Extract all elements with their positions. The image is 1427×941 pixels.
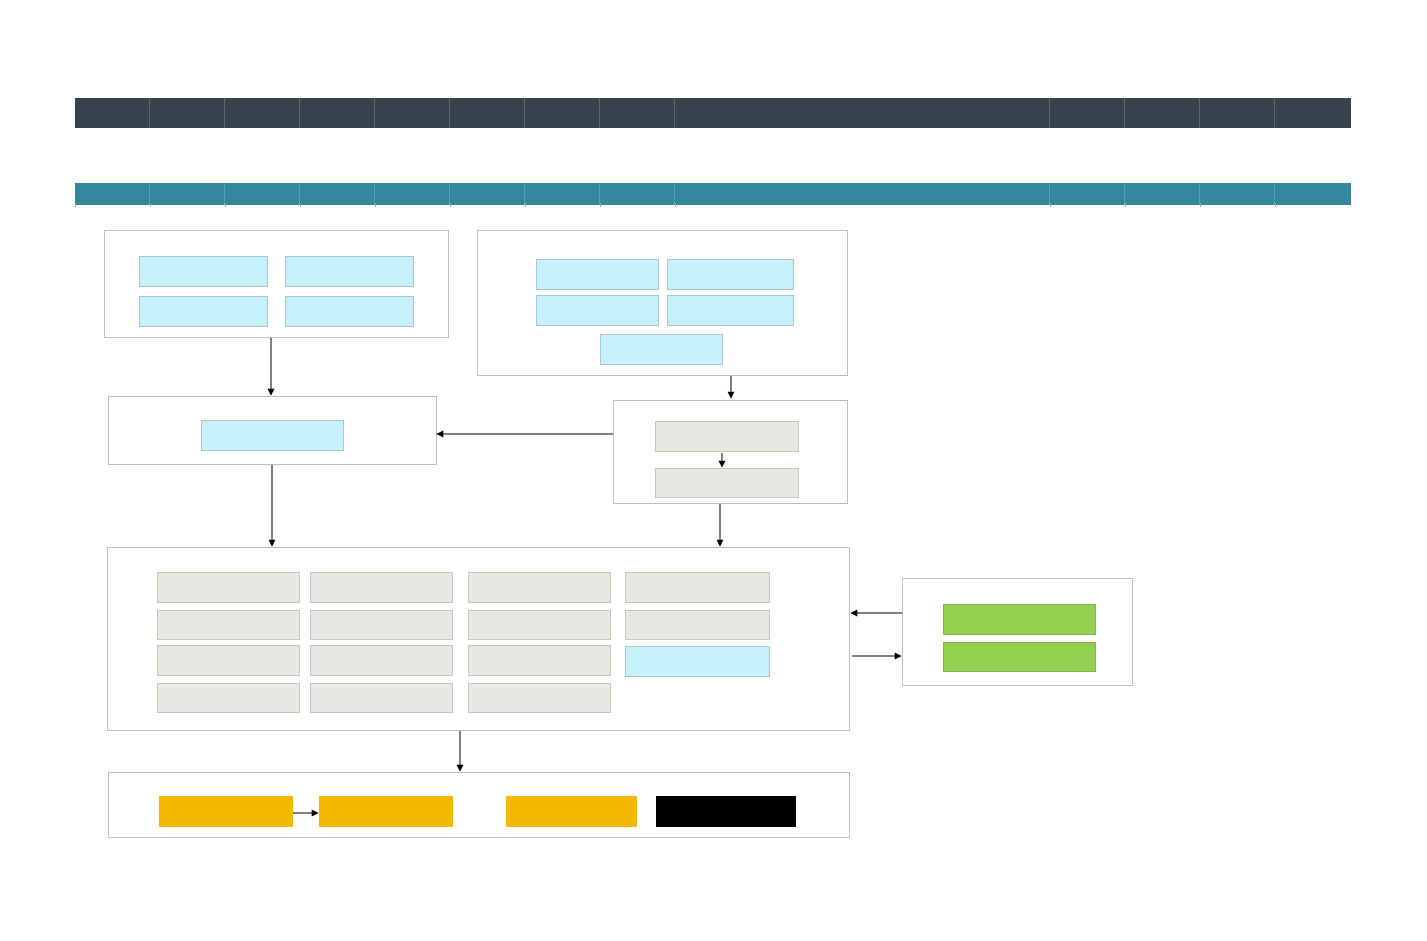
header-tick [1050, 203, 1051, 207]
header-dark-cell [75, 98, 150, 128]
header-teal-cell [150, 183, 225, 205]
header-tick [75, 203, 76, 207]
source-right-box-5 [600, 334, 723, 365]
output-box-1 [159, 796, 293, 827]
processing-box-2 [655, 468, 799, 498]
header-teal-cell [675, 183, 1050, 205]
header-dark-cell [1125, 98, 1200, 128]
core-box-2 [310, 572, 453, 603]
header-teal-cell [1125, 183, 1200, 205]
header-tick [150, 203, 151, 207]
core-box-14 [310, 683, 453, 713]
core-box-5 [157, 610, 300, 640]
header-teal-cell [300, 183, 375, 205]
header-dark-cell [375, 98, 450, 128]
source-left-box-1 [139, 256, 268, 287]
header-band-dark [75, 98, 1352, 128]
header-tick [1125, 203, 1126, 207]
header-band-teal [75, 183, 1352, 205]
core-box-12 [625, 646, 770, 677]
source-left-box-4 [285, 296, 414, 327]
core-box-10 [310, 645, 453, 676]
core-box-8 [625, 610, 770, 640]
header-dark-cell [225, 98, 300, 128]
core-box-3 [468, 572, 611, 603]
header-tick [675, 203, 676, 207]
source-right-box-4 [667, 295, 794, 326]
header-dark-cell [675, 98, 1050, 128]
source-left-box-2 [285, 256, 414, 287]
header-tick [525, 203, 526, 207]
core-box-6 [310, 610, 453, 640]
header-dark-cell [450, 98, 525, 128]
header-dark-cell [1275, 98, 1351, 128]
source-left-box-3 [139, 296, 268, 327]
core-box-7 [468, 610, 611, 640]
header-teal-cell [1275, 183, 1351, 205]
core-box-9 [157, 645, 300, 676]
header-tick [375, 203, 376, 207]
header-dark-cell [1050, 98, 1125, 128]
header-teal-cell [1200, 183, 1275, 205]
output-box-2 [319, 796, 453, 827]
header-tick [450, 203, 451, 207]
header-tick [1200, 203, 1201, 207]
output-box-4 [656, 796, 796, 827]
core-box-4 [625, 572, 770, 603]
intake-box [201, 420, 344, 451]
header-dark-cell [300, 98, 375, 128]
header-tick [1275, 203, 1276, 207]
header-teal-cell [525, 183, 600, 205]
header-tick [300, 203, 301, 207]
header-teal-cell [600, 183, 675, 205]
header-teal-cell [450, 183, 525, 205]
header-tick [225, 203, 226, 207]
header-dark-cell [150, 98, 225, 128]
header-dark-cell [525, 98, 600, 128]
external-box-2 [943, 642, 1096, 672]
header-dark-cell [1200, 98, 1275, 128]
core-box-15 [468, 683, 611, 713]
core-box-13 [157, 683, 300, 713]
header-teal-cell [1050, 183, 1125, 205]
header-dark-cell [600, 98, 675, 128]
header-teal-cell [75, 183, 150, 205]
source-right-box-3 [536, 295, 659, 326]
core-box-11 [468, 645, 611, 676]
header-tick [600, 203, 601, 207]
external-box-1 [943, 604, 1096, 635]
header-teal-cell [375, 183, 450, 205]
core-box-1 [157, 572, 300, 603]
source-right-box-1 [536, 259, 659, 290]
header-teal-cell [225, 183, 300, 205]
output-box-3 [506, 796, 637, 827]
source-right-box-2 [667, 259, 794, 290]
processing-box-1 [655, 421, 799, 452]
